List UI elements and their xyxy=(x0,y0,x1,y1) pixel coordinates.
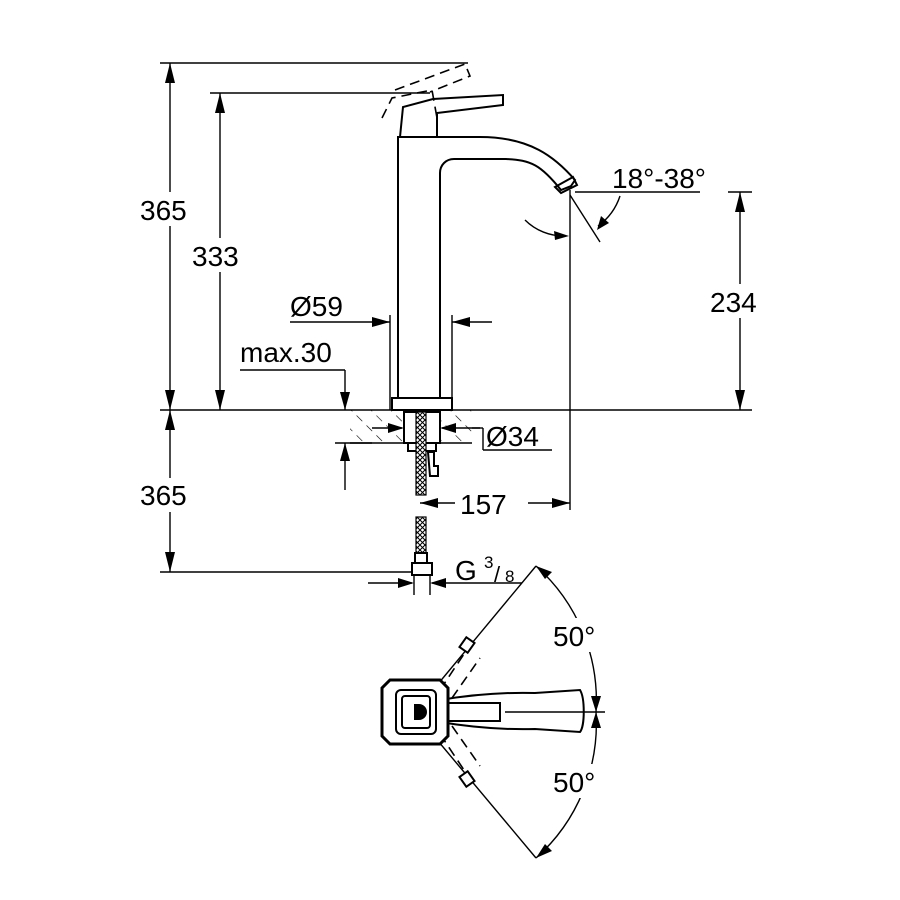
dim-spout-height: 234 xyxy=(575,191,772,410)
svg-text:333: 333 xyxy=(192,241,239,272)
svg-text:365: 365 xyxy=(140,195,187,226)
svg-text:8: 8 xyxy=(505,567,514,586)
dim-base-diameter: Ø59 xyxy=(290,291,492,410)
dim-connection-thread: G 3 / 8 xyxy=(368,553,522,588)
dim-max-counter: max.30 xyxy=(240,337,372,490)
svg-text:365: 365 xyxy=(140,480,187,511)
rotation-up-label: 50° xyxy=(553,621,595,652)
dim-total-height: 365 xyxy=(138,62,468,410)
svg-text:/: / xyxy=(494,562,501,587)
svg-text:157: 157 xyxy=(460,489,507,520)
dim-handle-height: 333 xyxy=(190,92,430,410)
supply-hose xyxy=(411,516,433,595)
dim-spout-reach: 157 xyxy=(420,489,570,520)
countertop-section xyxy=(350,410,480,496)
dim-spout-angle: 18°-38° xyxy=(524,163,706,243)
svg-text:max.30: max.30 xyxy=(240,337,332,368)
dim-hole-diameter: Ø34 xyxy=(472,421,552,452)
svg-text:Ø59: Ø59 xyxy=(290,291,343,322)
svg-text:234: 234 xyxy=(710,287,757,318)
svg-text:3: 3 xyxy=(484,553,493,572)
svg-text:18°-38°: 18°-38° xyxy=(612,163,706,194)
faucet-top-view: 50° 50° xyxy=(380,565,610,859)
svg-text:Ø34: Ø34 xyxy=(486,421,539,452)
svg-text:G: G xyxy=(455,555,477,586)
rotation-down-label: 50° xyxy=(553,767,595,798)
dim-hose-length: 365 xyxy=(138,410,412,573)
